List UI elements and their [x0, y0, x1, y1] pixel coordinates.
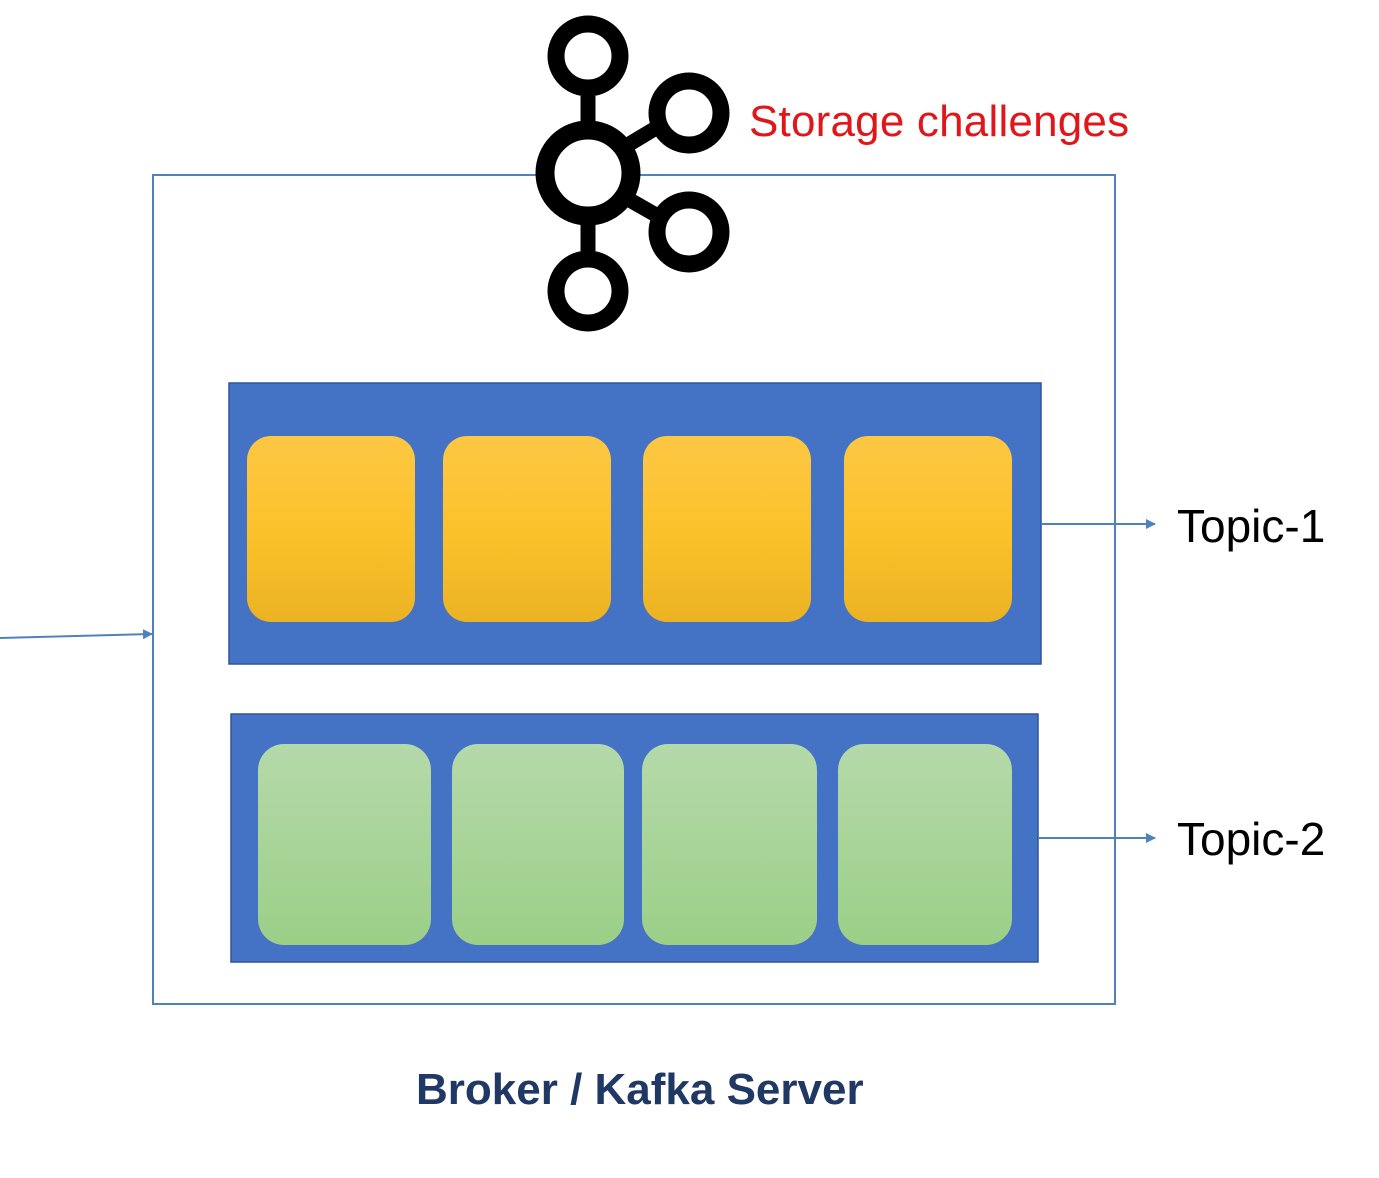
kafka-logo-icon	[535, 15, 730, 332]
storage-challenges-title: Storage challenges	[749, 97, 1130, 146]
topic-2-partition	[452, 744, 624, 945]
topic-2-label: Topic-2	[1177, 813, 1326, 865]
topic-1-partition	[643, 436, 811, 622]
broker-label: Broker / Kafka Server	[416, 1065, 864, 1114]
topic-1-label: Topic-1	[1177, 500, 1326, 552]
topic-2-partition	[258, 744, 431, 945]
topic-2-partitions	[258, 744, 1012, 945]
topic-1-partition	[844, 436, 1012, 622]
topic-1-partition	[443, 436, 611, 622]
incoming-arrow	[0, 629, 153, 640]
topic-1-partition	[247, 436, 415, 622]
topic-2-partition	[838, 744, 1012, 945]
topic-1-partitions	[247, 436, 1012, 622]
topic-2-partition	[642, 744, 817, 945]
